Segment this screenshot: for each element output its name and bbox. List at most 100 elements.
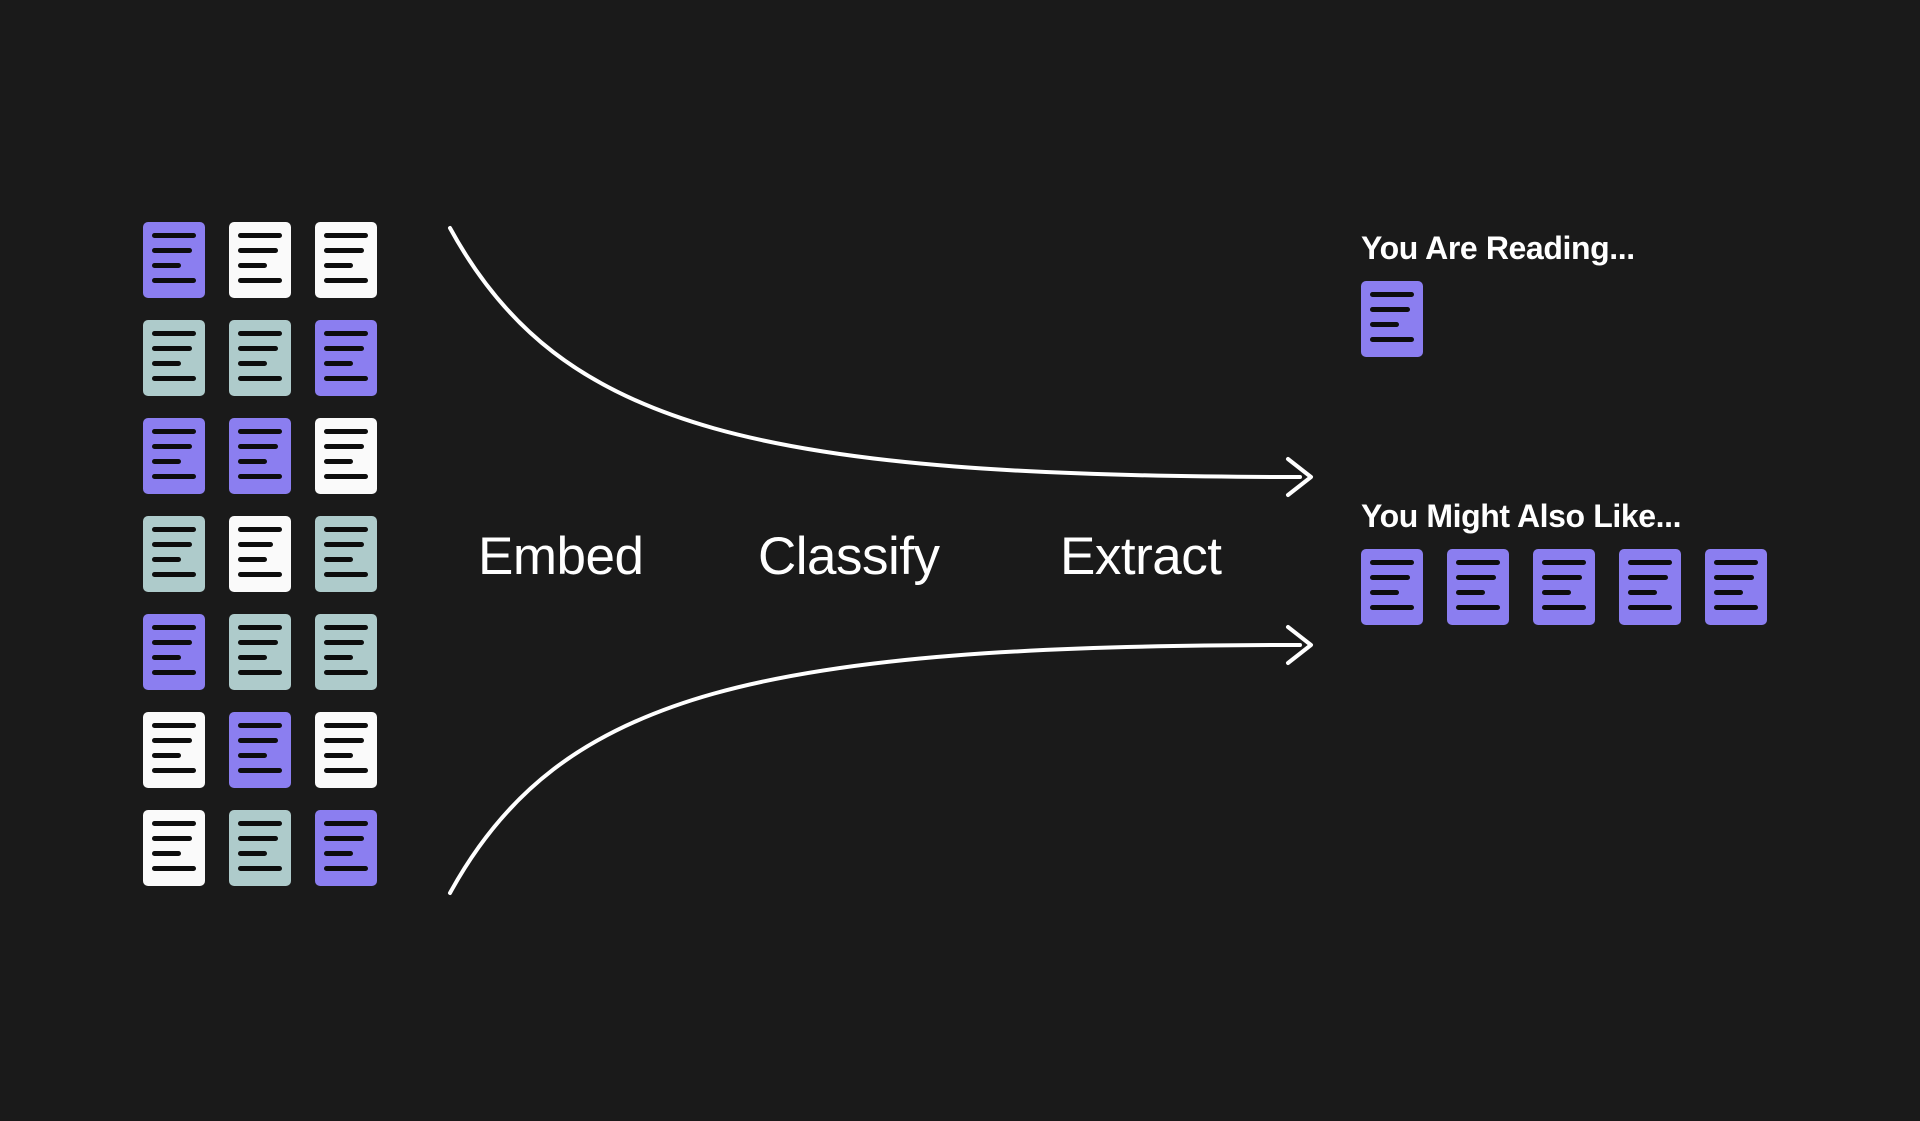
corpus-card-r3-c3 (315, 418, 377, 494)
document-line-4 (152, 768, 196, 773)
document-line-2 (1370, 307, 1411, 312)
corpus-card-r7-c2 (229, 810, 291, 886)
document-line-4 (324, 866, 368, 871)
document-line-2 (1456, 575, 1497, 580)
document-line-3 (324, 753, 353, 758)
document-line-1 (238, 821, 282, 826)
document-line-2 (324, 346, 365, 351)
document-line-1 (238, 233, 282, 238)
document-line-3 (324, 459, 353, 464)
document-line-4 (324, 278, 368, 283)
document-line-1 (238, 527, 282, 532)
document-line-4 (1370, 337, 1414, 342)
document-line-1 (324, 625, 368, 630)
corpus-card-r4-c3 (315, 516, 377, 592)
corpus-card-r5-c1 (143, 614, 205, 690)
document-line-2 (238, 738, 279, 743)
document-line-1 (324, 331, 368, 336)
document-line-3 (238, 557, 267, 562)
document-line-4 (238, 670, 282, 675)
document-line-4 (324, 376, 368, 381)
document-line-1 (152, 821, 196, 826)
stage-label-classify: Classify (758, 527, 940, 586)
document-line-1 (324, 527, 368, 532)
document-line-3 (1542, 590, 1571, 595)
result-card-recommended-1 (1361, 549, 1423, 625)
document-line-4 (324, 670, 368, 675)
arrow-lower-line (448, 643, 1302, 895)
corpus-card-r1-c1 (143, 222, 205, 298)
document-line-4 (1456, 605, 1500, 610)
corpus-card-r1-c2 (229, 222, 291, 298)
document-line-3 (152, 851, 181, 856)
document-line-1 (152, 331, 196, 336)
document-line-3 (238, 263, 267, 268)
document-line-2 (324, 542, 365, 547)
document-line-4 (1542, 605, 1586, 610)
document-line-4 (238, 376, 282, 381)
document-line-4 (1370, 605, 1414, 610)
document-line-3 (152, 557, 181, 562)
document-line-4 (324, 474, 368, 479)
document-line-1 (1456, 560, 1500, 565)
document-line-4 (152, 278, 196, 283)
document-line-2 (238, 836, 279, 841)
corpus-card-r4-c1 (143, 516, 205, 592)
document-line-1 (1542, 560, 1586, 565)
document-line-2 (152, 444, 193, 449)
document-line-1 (152, 625, 196, 630)
document-line-3 (238, 851, 267, 856)
corpus-card-r6-c1 (143, 712, 205, 788)
document-line-3 (1714, 590, 1743, 595)
result-card-recommended-4 (1619, 549, 1681, 625)
document-line-2 (238, 640, 279, 645)
document-line-3 (1370, 590, 1399, 595)
document-line-1 (324, 821, 368, 826)
document-line-3 (324, 361, 353, 366)
document-line-2 (324, 640, 365, 645)
document-line-1 (1370, 292, 1414, 297)
document-line-3 (324, 655, 353, 660)
document-line-4 (324, 572, 368, 577)
arrow-lower-head-icon (1286, 625, 1313, 665)
document-line-4 (238, 572, 282, 577)
document-line-4 (238, 768, 282, 773)
document-line-4 (152, 474, 196, 479)
document-line-1 (324, 233, 368, 238)
document-line-2 (238, 346, 279, 351)
document-line-2 (324, 444, 365, 449)
document-line-1 (152, 723, 196, 728)
document-line-4 (324, 768, 368, 773)
corpus-card-r2-c3 (315, 320, 377, 396)
document-line-2 (1714, 575, 1755, 580)
document-line-2 (324, 248, 365, 253)
document-line-1 (238, 723, 282, 728)
corpus-card-r3-c1 (143, 418, 205, 494)
document-line-1 (152, 233, 196, 238)
document-line-2 (238, 248, 279, 253)
result-card-reading-1 (1361, 281, 1423, 357)
result-card-recommended-5 (1705, 549, 1767, 625)
corpus-card-r5-c3 (315, 614, 377, 690)
document-line-2 (238, 444, 279, 449)
document-line-2 (152, 248, 193, 253)
document-line-3 (152, 263, 181, 268)
document-line-3 (152, 361, 181, 366)
document-line-1 (324, 429, 368, 434)
document-line-1 (1370, 560, 1414, 565)
document-line-2 (324, 738, 365, 743)
document-line-3 (324, 263, 353, 268)
result-card-recommended-3 (1533, 549, 1595, 625)
document-line-4 (152, 866, 196, 871)
corpus-card-r4-c2 (229, 516, 291, 592)
document-line-3 (324, 851, 353, 856)
document-line-4 (1714, 605, 1758, 610)
document-line-1 (324, 723, 368, 728)
corpus-card-r7-c3 (315, 810, 377, 886)
document-line-3 (238, 655, 267, 660)
document-line-2 (152, 346, 193, 351)
result-card-recommended-2 (1447, 549, 1509, 625)
stage-label-extract: Extract (1060, 527, 1222, 586)
corpus-card-r7-c1 (143, 810, 205, 886)
